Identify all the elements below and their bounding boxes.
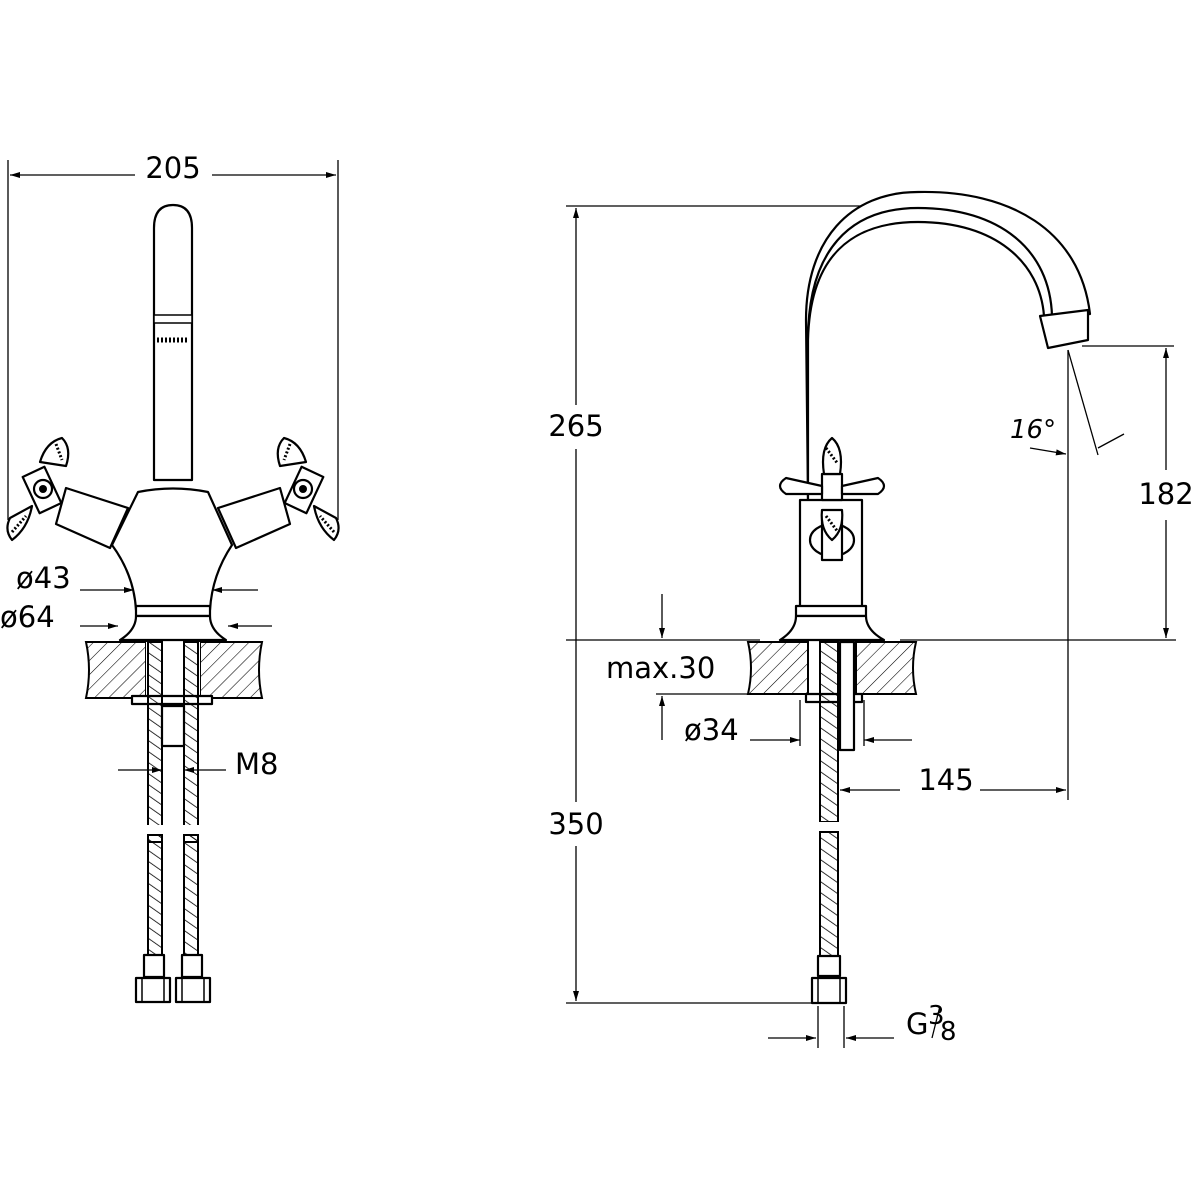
dim-thread-m8: M8 [118,747,278,781]
front-countertop [84,641,264,699]
front-body [110,487,234,642]
dim-dia-34: ø34 [684,700,912,747]
front-left-handle [6,436,130,550]
hole-dia-label: ø34 [684,713,739,747]
front-fixing-plate [130,694,214,706]
front-view: 205 [0,151,340,1004]
dim-reach-145: 145 [840,460,1069,800]
dim-max-30: max.30 [606,594,800,740]
dim-dia-43: ø43 [16,561,258,595]
front-hoses [134,641,212,1004]
dia-64-label: ø64 [0,600,55,634]
hose-length-label: 350 [548,807,603,841]
angle-label: 16° [1010,415,1056,445]
reach-label: 145 [918,763,973,797]
dim-outlet-height-182: 182 [900,345,1194,641]
side-body [778,436,886,642]
side-view: 265 350 16° 182 [540,190,1194,1048]
front-spout [152,203,194,482]
max-deck-label: max.30 [606,651,715,685]
dia-43-label: ø43 [16,561,71,595]
connection-numerator: 3 [928,1001,945,1031]
height-total-label: 265 [548,409,603,443]
side-spout [804,190,1092,510]
connection-g: G [906,1007,928,1041]
side-hoses [804,640,864,1005]
dim-angle-16: 16° [1010,349,1125,460]
outlet-height-label: 182 [1138,477,1193,511]
front-right-handle [216,436,340,550]
dim-dia-64: ø64 [0,600,272,634]
dim-width-205: 205 [7,151,339,520]
width-label: 205 [145,151,200,185]
thread-label: M8 [235,747,278,781]
dim-connection: G 3 8 [768,1001,957,1048]
connection-denominator: 8 [940,1017,957,1047]
